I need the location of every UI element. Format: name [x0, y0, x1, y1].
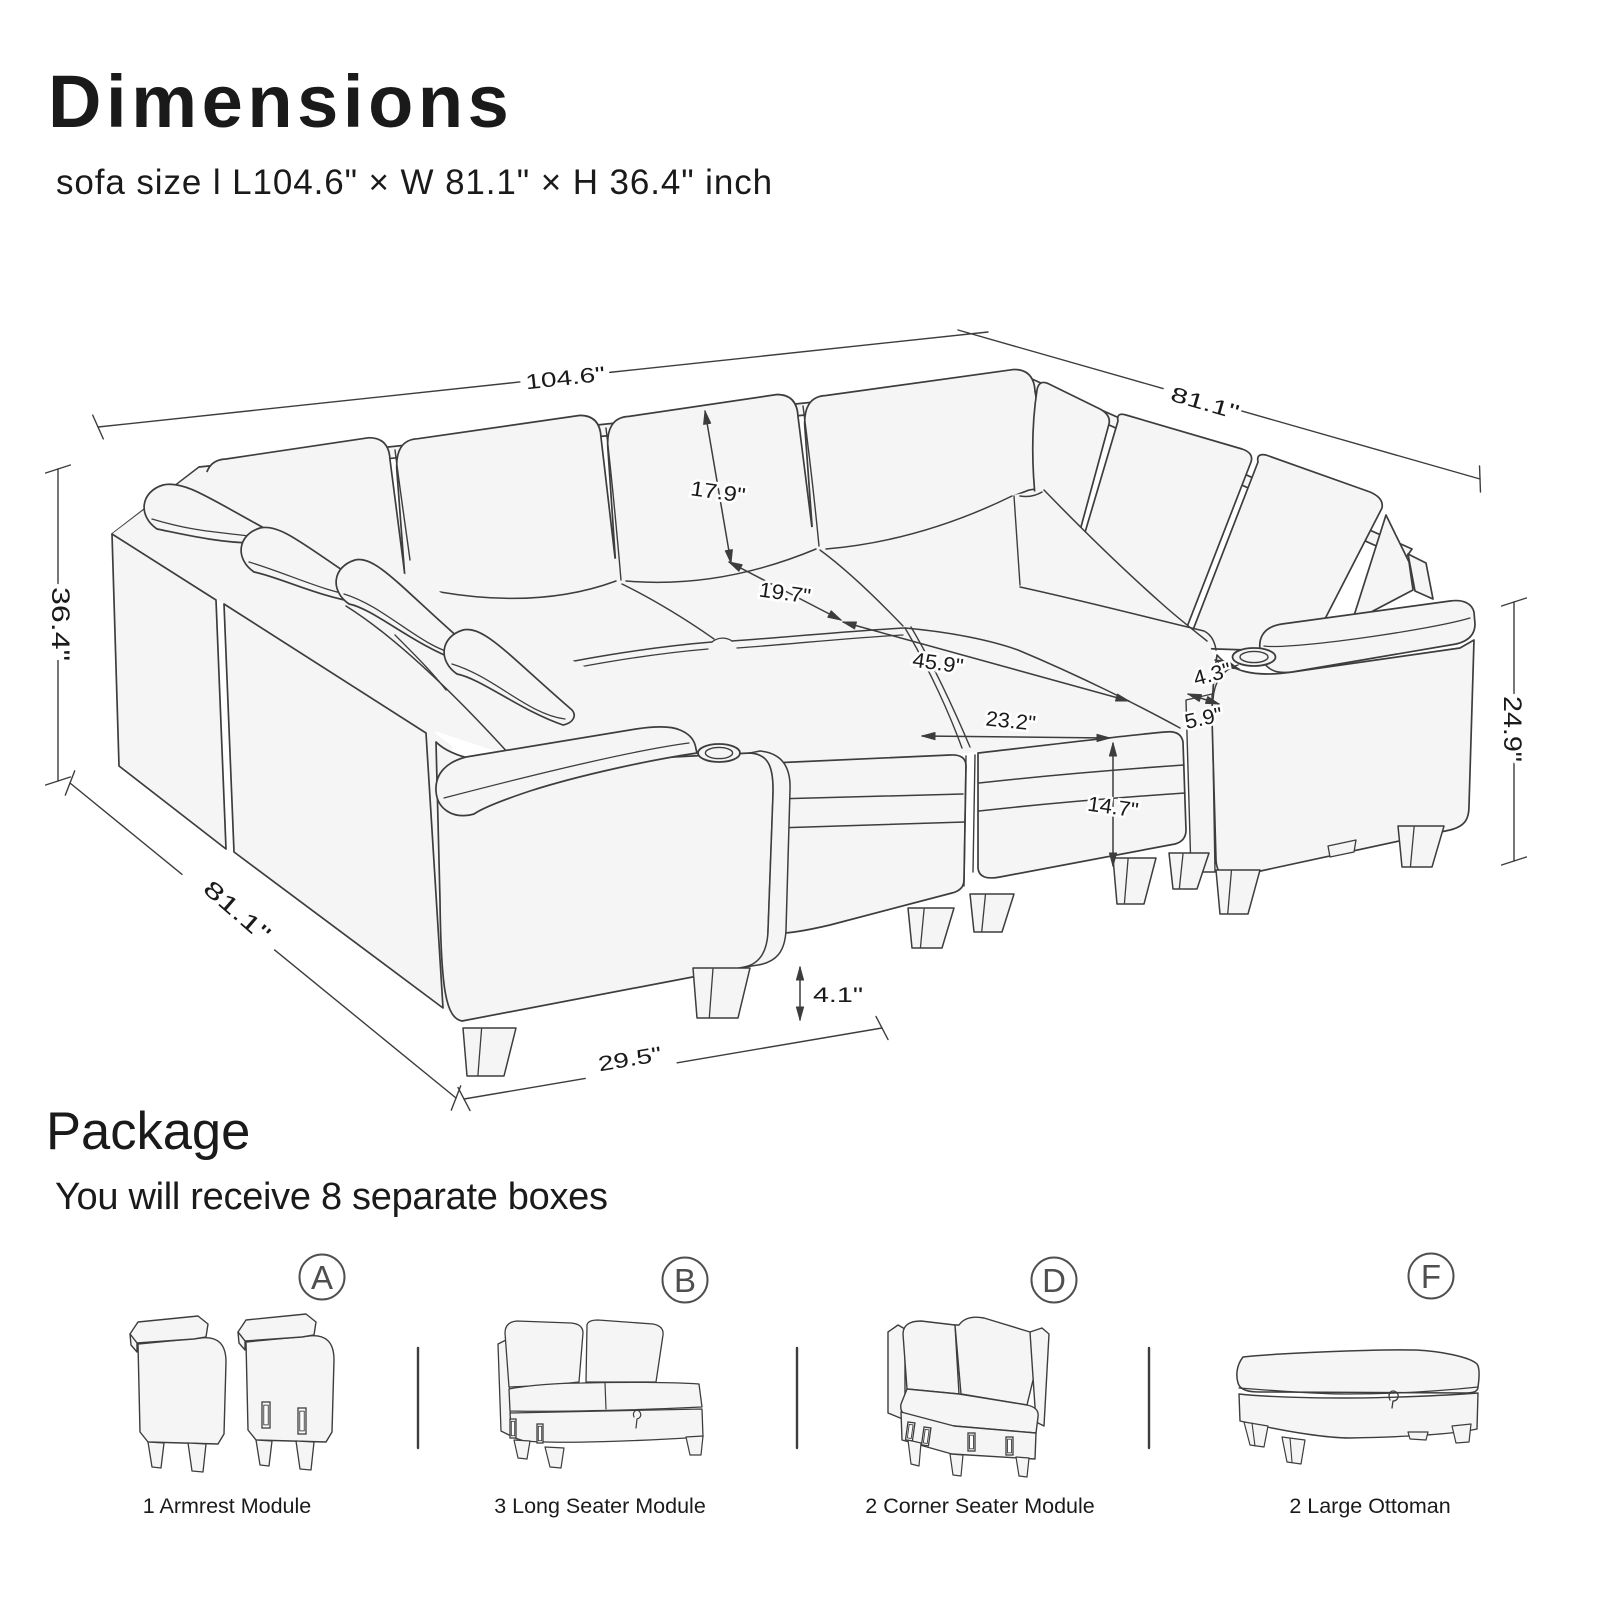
- svg-text:A: A: [311, 1259, 333, 1296]
- svg-text:24.9": 24.9": [1498, 696, 1526, 762]
- svg-text:sofa size l L104.6" × W 81.1": sofa size l L104.6" × W 81.1" × H 36.4" …: [56, 163, 773, 202]
- svg-text:D: D: [1042, 1262, 1066, 1299]
- svg-text:36.4": 36.4": [46, 587, 74, 661]
- svg-text:Package: Package: [46, 1102, 250, 1161]
- svg-text:3 Long Seater Module: 3 Long Seater Module: [494, 1494, 706, 1518]
- svg-text:B: B: [674, 1262, 696, 1299]
- svg-text:F: F: [1421, 1258, 1441, 1295]
- svg-text:4.1": 4.1": [813, 984, 863, 1007]
- svg-text:You will receive 8 separate bo: You will receive 8 separate boxes: [55, 1176, 608, 1218]
- svg-text:Dimensions: Dimensions: [48, 60, 513, 143]
- svg-text:23.2": 23.2": [985, 707, 1037, 735]
- svg-text:2 Large Ottoman: 2 Large Ottoman: [1289, 1494, 1450, 1518]
- svg-text:2 Corner Seater Module: 2 Corner Seater Module: [865, 1494, 1094, 1518]
- svg-text:1 Armrest Module: 1 Armrest Module: [143, 1494, 311, 1518]
